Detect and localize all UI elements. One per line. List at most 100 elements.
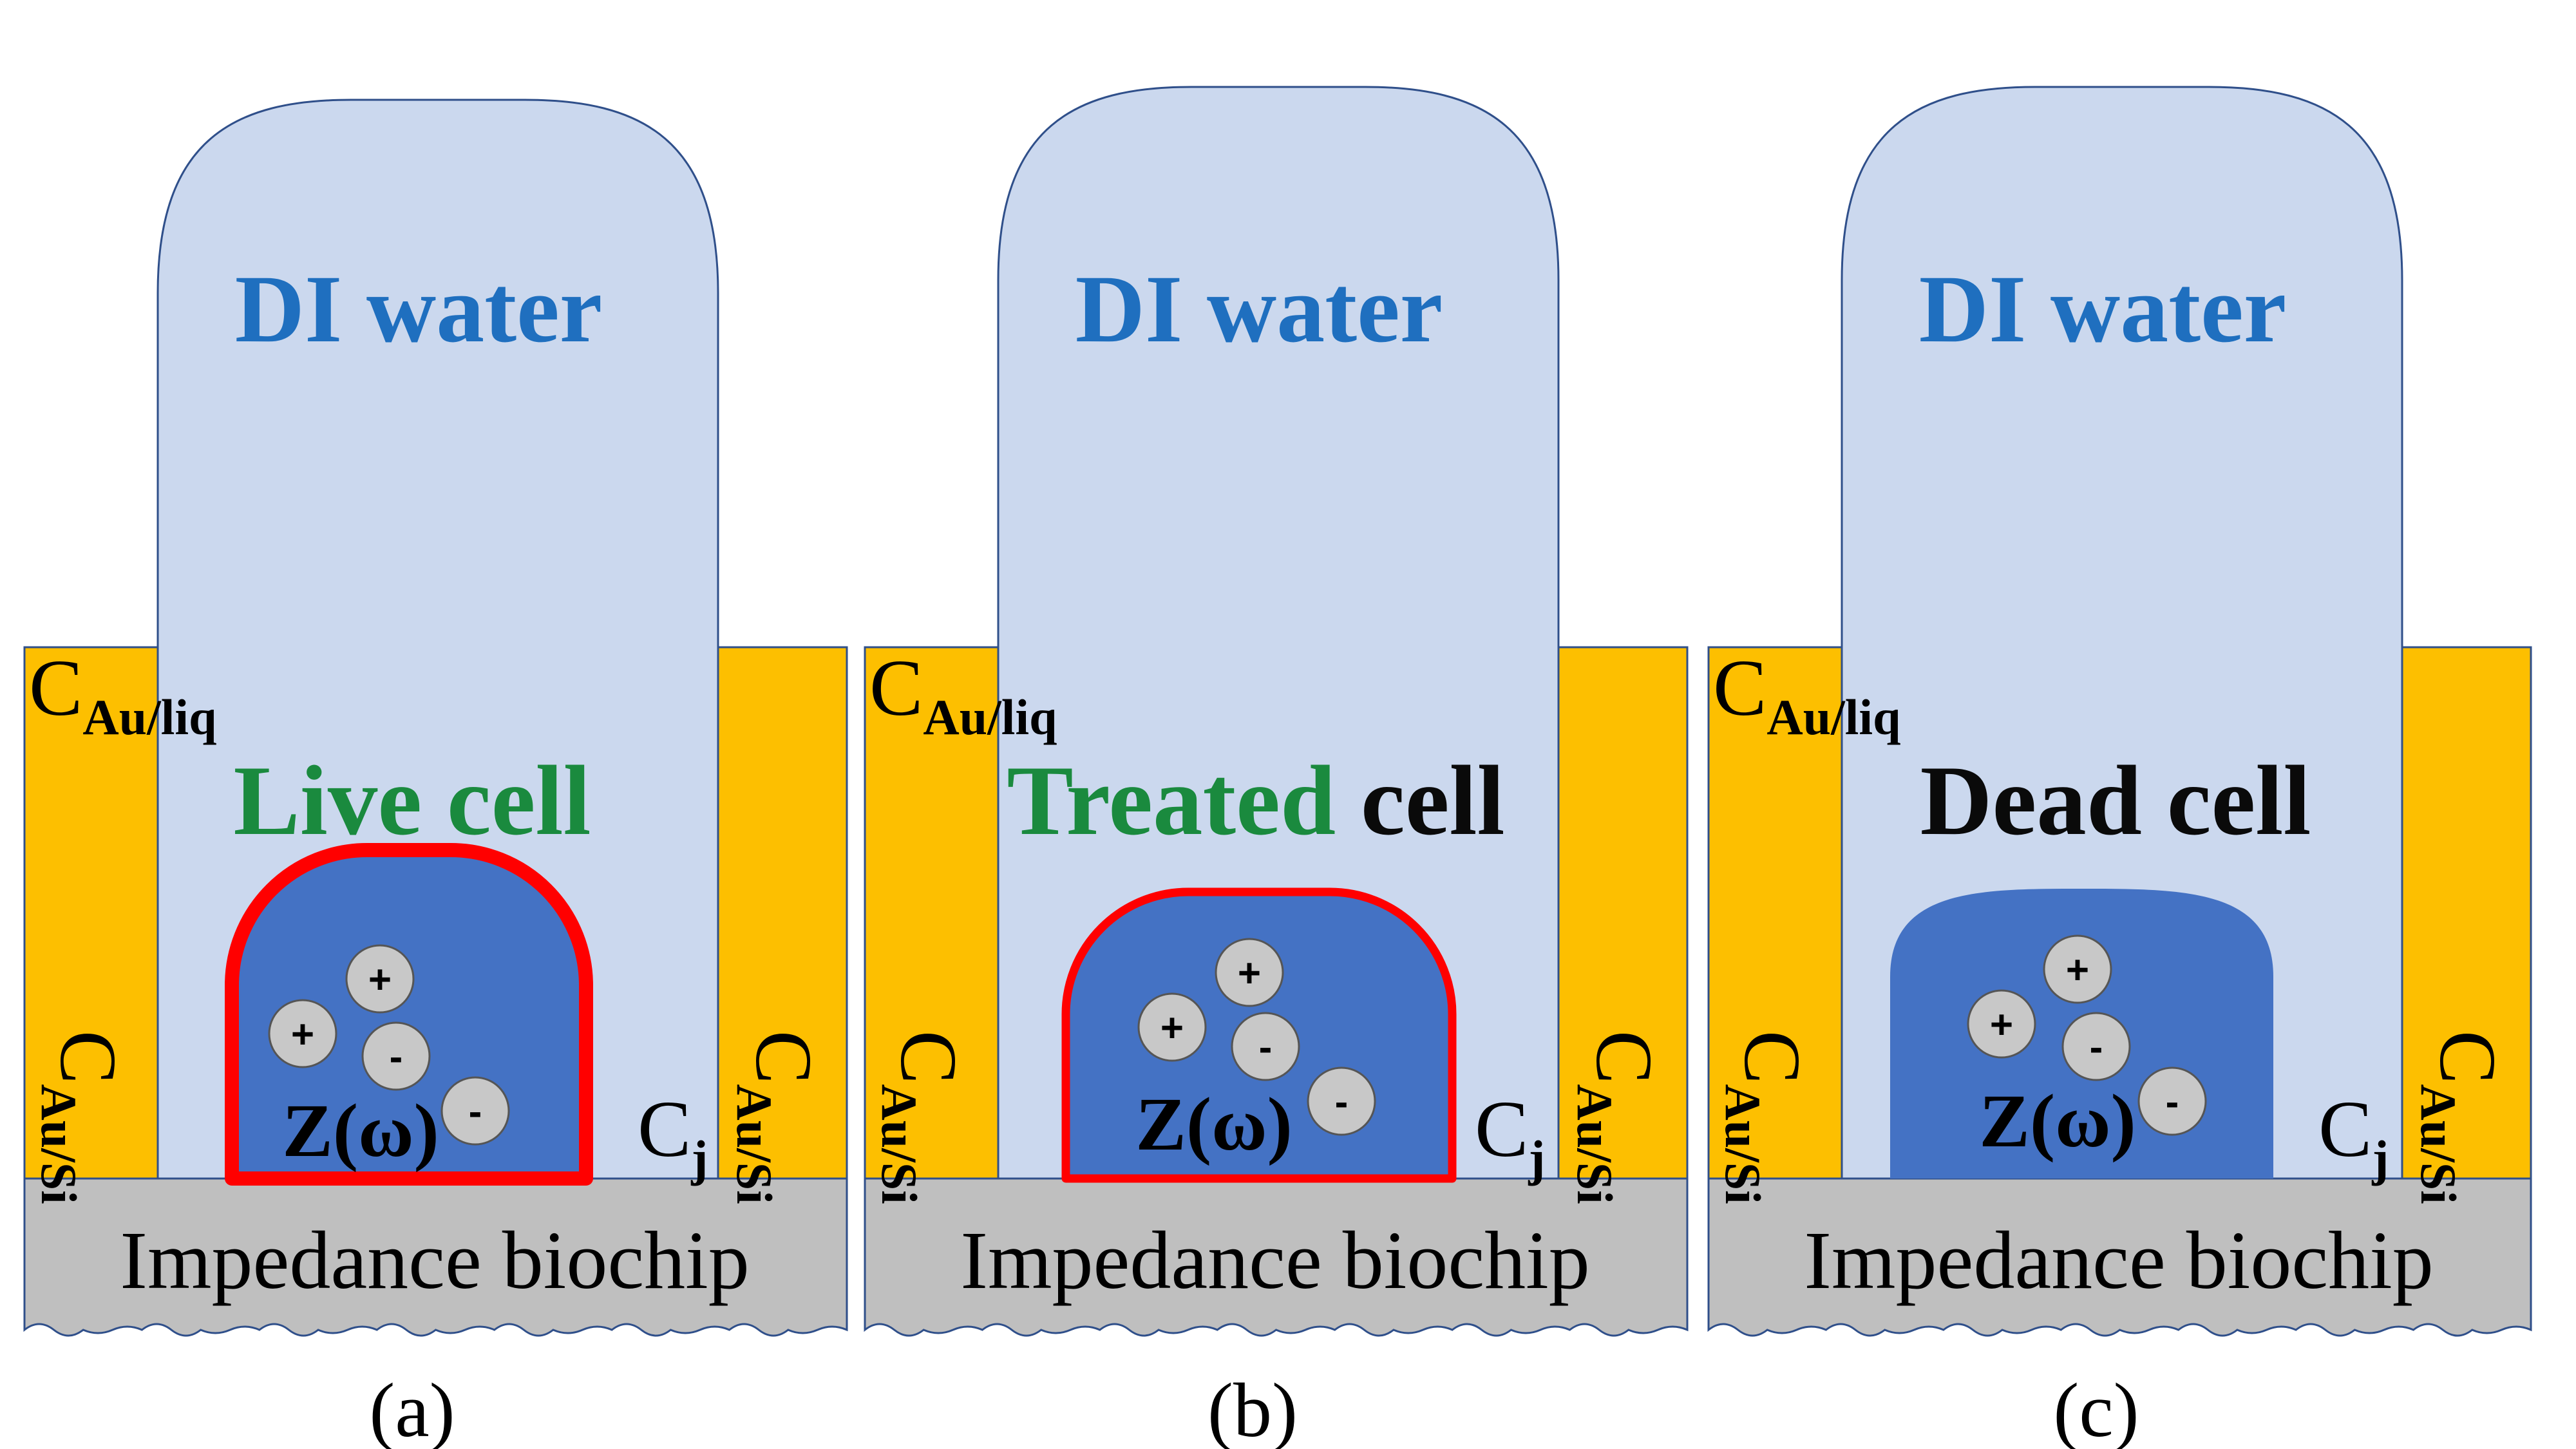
cap-au-liq-sub: Au/liq bbox=[82, 689, 216, 745]
cap-au-si-left-label-sub: Au/Si bbox=[1715, 1084, 1771, 1204]
cell-state-label-part: Dead cell bbox=[1920, 745, 2311, 856]
cell-state-label: Dead cell bbox=[1920, 745, 2311, 856]
panel-label: (b) bbox=[1208, 1367, 1298, 1449]
cap-junction-label: Cj bbox=[1475, 1085, 1545, 1186]
cap-au-si-left-label: CAu/Si bbox=[1715, 1030, 1816, 1204]
cap-au-si-right-label-main: C bbox=[1579, 1030, 1668, 1084]
cell-state-label-part: cell bbox=[1361, 745, 1505, 856]
cap-junction-main: C bbox=[638, 1085, 691, 1174]
cap-au-liq-main: C bbox=[29, 644, 82, 733]
cap-au-si-left-label-sub: Au/Si bbox=[31, 1084, 87, 1204]
cap-au-si-right-label: CAu/Si bbox=[2410, 1030, 2512, 1204]
cap-au-si-left-label-sub: Au/Si bbox=[871, 1084, 927, 1204]
ion-circle bbox=[1231, 1012, 1300, 1081]
impedance-biochip bbox=[23, 1177, 848, 1337]
ion-circle bbox=[1307, 1066, 1376, 1136]
panel-label: (a) bbox=[369, 1367, 455, 1449]
ion-sign: - bbox=[1335, 1080, 1349, 1124]
panel-label: (c) bbox=[2053, 1367, 2139, 1449]
cell-state-label: Live cell bbox=[233, 745, 591, 856]
ion-sign: + bbox=[368, 958, 392, 1002]
ion-circle bbox=[345, 944, 415, 1014]
ion-circle bbox=[361, 1021, 431, 1091]
negative-ion: - bbox=[1231, 1012, 1300, 1081]
cell-state-label-part: Live cell bbox=[233, 745, 591, 856]
cap-au-liq-sub: Au/liq bbox=[1766, 689, 1900, 745]
cap-junction-sub: j bbox=[1528, 1130, 1545, 1186]
ion-circle bbox=[268, 999, 337, 1068]
negative-ion: - bbox=[440, 1076, 510, 1146]
cap-au-si-left-label-main: C bbox=[1727, 1030, 1816, 1084]
di-water-label: DI water bbox=[1075, 256, 1443, 363]
ion-sign: - bbox=[469, 1090, 482, 1134]
negative-ion: - bbox=[361, 1021, 431, 1091]
negative-ion: - bbox=[2061, 1012, 2131, 1081]
biochip-label: Impedance biochip bbox=[1804, 1215, 2433, 1306]
cap-junction-sub: j bbox=[2371, 1130, 2389, 1186]
ion-sign: + bbox=[291, 1012, 314, 1057]
ion-sign: - bbox=[2090, 1025, 2103, 1070]
cap-junction-label: Cj bbox=[638, 1085, 708, 1186]
cap-junction-main: C bbox=[1475, 1085, 1528, 1174]
positive-ion: + bbox=[345, 944, 415, 1014]
impedance-biochip bbox=[1707, 1177, 2532, 1337]
positive-ion: + bbox=[2043, 934, 2112, 1004]
positive-ion: + bbox=[1137, 992, 1207, 1062]
ion-circle bbox=[440, 1076, 510, 1146]
cell-state-label-part: Treated bbox=[1007, 745, 1361, 856]
cap-au-si-left-label-main: C bbox=[884, 1030, 972, 1084]
ion-circle bbox=[2043, 934, 2112, 1004]
cell-state-label: Treated cell bbox=[1007, 745, 1504, 856]
biochip-label: Impedance biochip bbox=[960, 1215, 1589, 1306]
ion-circle bbox=[2137, 1066, 2207, 1136]
negative-ion: - bbox=[2137, 1066, 2207, 1136]
ion-sign: + bbox=[1160, 1006, 1184, 1050]
cap-au-liq-label: CAu/liq bbox=[1713, 644, 1900, 745]
cap-junction-label: Cj bbox=[2318, 1085, 2389, 1186]
ion-circle bbox=[1137, 992, 1207, 1062]
impedance-biochip bbox=[864, 1177, 1689, 1337]
positive-ion: + bbox=[268, 999, 337, 1068]
cap-au-liq-sub: Au/liq bbox=[923, 689, 1057, 745]
cap-au-si-left-label: CAu/Si bbox=[31, 1030, 132, 1204]
di-water-label: DI water bbox=[1919, 256, 2287, 363]
cap-au-liq-main: C bbox=[869, 644, 923, 733]
cap-au-si-right-label-main: C bbox=[2423, 1030, 2512, 1084]
cap-junction-main: C bbox=[2318, 1085, 2372, 1174]
di-water-label: DI water bbox=[235, 256, 603, 363]
cap-au-si-right-label: CAu/Si bbox=[1567, 1030, 1668, 1204]
cap-au-si-right-label: CAu/Si bbox=[726, 1030, 828, 1204]
negative-ion: - bbox=[1307, 1066, 1376, 1136]
ion-sign: - bbox=[2166, 1080, 2179, 1124]
impedance-label: Z(ω) bbox=[1979, 1079, 2136, 1163]
ion-circle bbox=[1967, 989, 2036, 1059]
left-electrode bbox=[23, 646, 159, 1180]
cap-au-liq-label: CAu/liq bbox=[29, 644, 216, 745]
impedance-label: Z(ω) bbox=[1135, 1082, 1293, 1166]
cap-au-si-left-label-main: C bbox=[43, 1030, 132, 1084]
cap-au-liq-main: C bbox=[1713, 644, 1766, 733]
cap-junction-sub: j bbox=[690, 1130, 708, 1186]
cap-au-liq-label: CAu/liq bbox=[869, 644, 1057, 745]
ion-sign: + bbox=[1238, 951, 1261, 996]
cap-au-si-right-label-sub: Au/Si bbox=[2410, 1084, 2467, 1204]
ion-sign: - bbox=[1259, 1025, 1273, 1070]
right-electrode bbox=[2401, 646, 2532, 1180]
ion-sign: - bbox=[390, 1035, 403, 1079]
cap-au-si-left-label: CAu/Si bbox=[871, 1030, 972, 1204]
ion-circle bbox=[2061, 1012, 2131, 1081]
ion-circle bbox=[1215, 938, 1284, 1007]
impedance-label: Z(ω) bbox=[282, 1088, 439, 1173]
ion-sign: + bbox=[2066, 948, 2089, 992]
right-electrode bbox=[717, 646, 848, 1180]
cap-au-si-right-label-sub: Au/Si bbox=[1567, 1084, 1623, 1204]
cap-au-si-right-label-sub: Au/Si bbox=[726, 1084, 782, 1204]
cap-au-si-right-label-main: C bbox=[739, 1030, 828, 1084]
positive-ion: + bbox=[1215, 938, 1284, 1007]
biochip-label: Impedance biochip bbox=[120, 1215, 749, 1306]
ion-sign: + bbox=[1990, 1003, 2013, 1047]
